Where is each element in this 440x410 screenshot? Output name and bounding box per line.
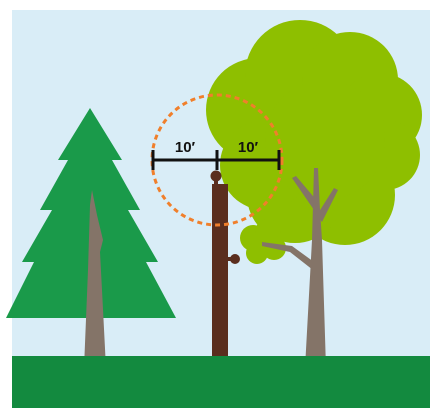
pole-shaft (212, 184, 228, 368)
ground (12, 356, 430, 408)
left-distance-label: 10′ (175, 139, 196, 156)
right-distance-label: 10′ (238, 139, 259, 156)
